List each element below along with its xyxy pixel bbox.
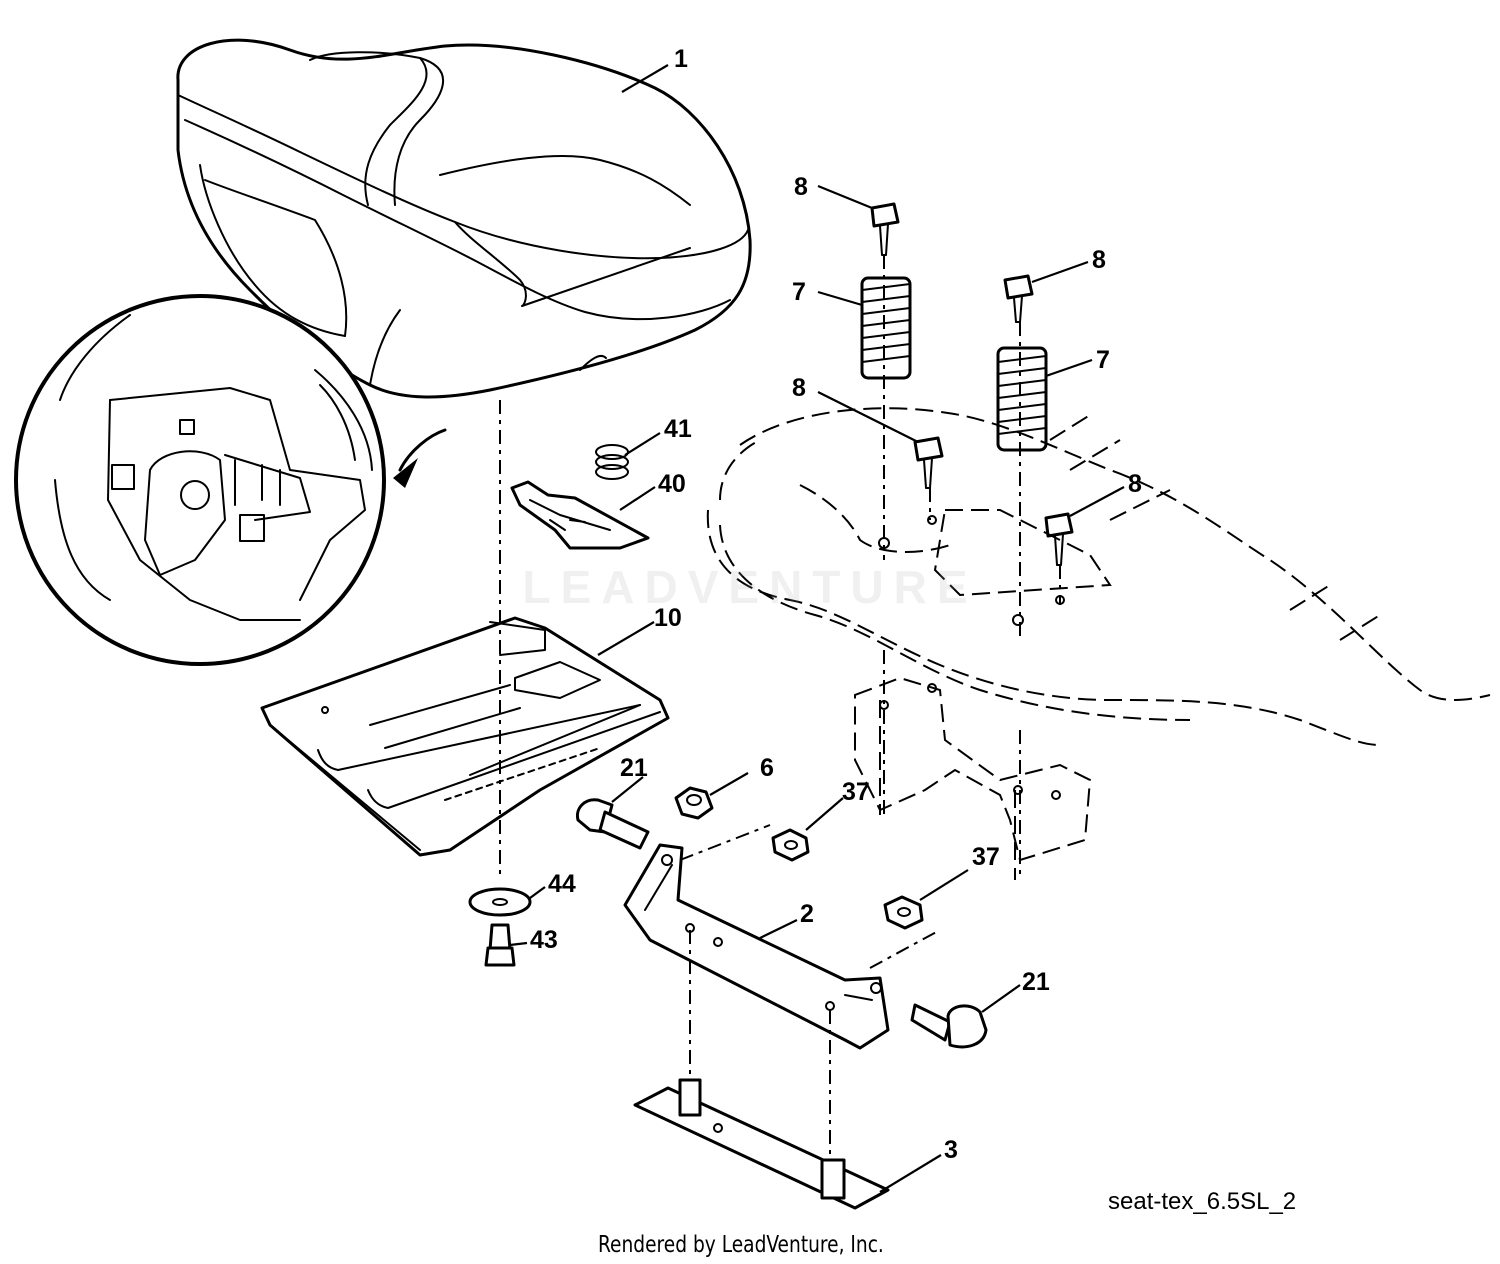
callout-44: 44 xyxy=(548,870,576,898)
callout-37: 37 xyxy=(842,778,870,806)
fender-frame-outline xyxy=(706,407,1491,746)
washer-part[interactable] xyxy=(468,887,532,917)
callout-21: 21 xyxy=(1022,968,1050,996)
callout-21: 21 xyxy=(620,754,648,782)
callout-6: 6 xyxy=(760,754,774,782)
callout-7: 7 xyxy=(1096,346,1110,374)
diagram-id: seat-tex_6.5SL_2 xyxy=(1108,1188,1297,1215)
callout-labels: 1 8 8 7 7 8 8 41 40 10 21 6 37 37 44 43 … xyxy=(530,45,1142,1164)
bolt-21-left-part[interactable] xyxy=(575,798,650,850)
nut-37b-part[interactable] xyxy=(883,895,924,930)
render-credit: Rendered by LeadVenture, Inc. xyxy=(598,1232,884,1258)
spring-7-left-part[interactable] xyxy=(860,276,912,380)
bolt-8-part[interactable] xyxy=(870,202,1074,566)
callout-3: 3 xyxy=(944,1136,958,1164)
callout-10: 10 xyxy=(654,604,682,632)
seat-part[interactable] xyxy=(176,38,752,399)
callout-8: 8 xyxy=(794,173,808,201)
frame-bracket-outline xyxy=(854,676,1092,880)
callout-7: 7 xyxy=(792,278,806,306)
spring-7-right-part[interactable] xyxy=(996,346,1048,452)
leader-lines xyxy=(509,64,1125,1193)
mount-plate-part[interactable] xyxy=(633,1078,890,1210)
callout-2: 2 xyxy=(800,900,814,928)
callout-1: 1 xyxy=(674,45,688,73)
callout-41: 41 xyxy=(664,415,692,443)
callout-37: 37 xyxy=(972,843,1000,871)
seat-pan-part[interactable] xyxy=(260,616,670,857)
callout-43: 43 xyxy=(530,926,558,954)
detail-view xyxy=(14,294,447,666)
latch-part[interactable] xyxy=(510,480,650,550)
spring-part[interactable] xyxy=(595,444,629,480)
callout-40: 40 xyxy=(658,470,686,498)
bolt-43-part[interactable] xyxy=(484,923,516,967)
nut-6-part[interactable] xyxy=(674,786,714,820)
callout-8: 8 xyxy=(1128,470,1142,498)
nut-37a-part[interactable] xyxy=(771,828,810,862)
callout-8: 8 xyxy=(1092,246,1106,274)
bracket-part[interactable] xyxy=(623,843,890,1050)
callout-8: 8 xyxy=(792,374,806,402)
bolt-21-right-part[interactable] xyxy=(910,1003,988,1049)
alignment-lines xyxy=(499,255,1061,1160)
